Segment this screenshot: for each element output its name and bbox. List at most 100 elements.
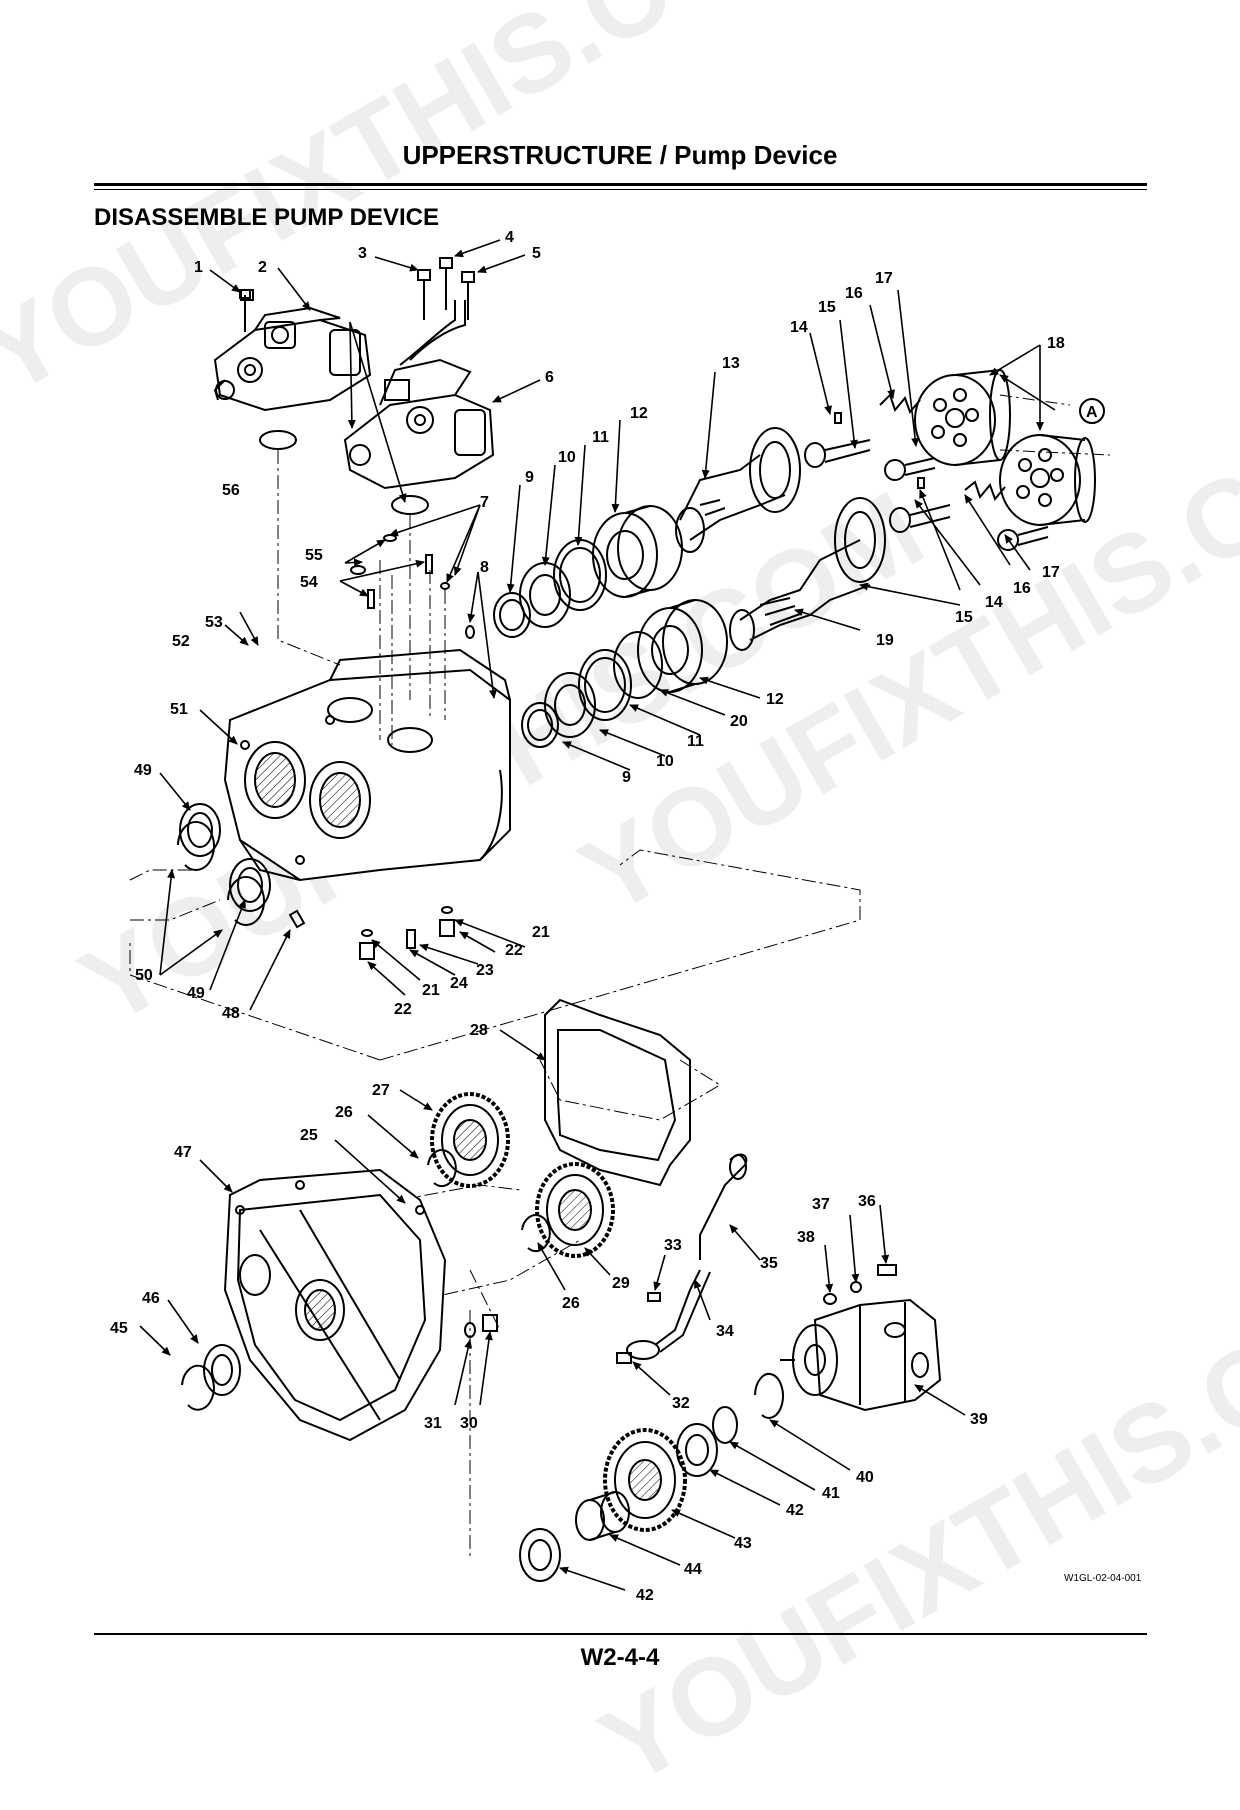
- gear-27-part: [430, 1092, 510, 1188]
- piston-17-part: [997, 526, 1049, 551]
- plug-22-part: [359, 942, 375, 960]
- callout-detail-a: A: [1086, 404, 1098, 421]
- flange-32-part: [626, 1340, 660, 1360]
- callout-10: 10: [656, 753, 674, 770]
- callout-34: 34: [716, 1323, 734, 1340]
- callout-51: 51: [170, 701, 188, 718]
- callout-49: 49: [187, 985, 205, 1002]
- shaft-44-part: [575, 1491, 630, 1541]
- callout-41: 41: [822, 1485, 840, 1502]
- tube-34-part: [659, 1271, 711, 1353]
- callout-55: 55: [305, 547, 323, 564]
- spring-16-part: [879, 393, 921, 414]
- spacer-41-part: [712, 1406, 738, 1444]
- callout-15: 15: [955, 609, 973, 626]
- callout-22: 22: [505, 942, 523, 959]
- pin-14-part: [917, 477, 925, 489]
- callout-40: 40: [856, 1469, 874, 1486]
- callout-14: 14: [985, 594, 1003, 611]
- callout-43: 43: [734, 1535, 752, 1552]
- bolt-5-part: [461, 271, 475, 320]
- o-ring-56-part: [259, 430, 297, 450]
- callout-29: 29: [612, 1275, 630, 1292]
- snap-ring-40-part: [754, 1372, 784, 1419]
- callout-37: 37: [812, 1196, 830, 1213]
- pin-48-part: [288, 909, 306, 929]
- bearing-42-part: [685, 1434, 709, 1466]
- callout-16: 16: [1013, 580, 1031, 597]
- oil-seal-49-part: [229, 858, 271, 912]
- dipstick-35-part: [699, 1153, 748, 1260]
- callout-30: 30: [460, 1415, 478, 1432]
- callout-6: 6: [545, 369, 554, 386]
- callout-48: 48: [222, 1005, 240, 1022]
- callout-24: 24: [450, 975, 468, 992]
- detail-a-icon: [1079, 398, 1105, 424]
- callout-49: 49: [134, 762, 152, 779]
- callout-31: 31: [424, 1415, 442, 1432]
- bearing-42-part: [528, 1539, 552, 1571]
- gear-pump-39-part: [780, 1298, 942, 1412]
- callout-23: 23: [476, 962, 494, 979]
- callout-38: 38: [797, 1229, 815, 1246]
- callout-22: 22: [394, 1001, 412, 1018]
- ring-11-part: [584, 657, 626, 713]
- drive-shaft-19-part: [729, 497, 886, 651]
- callout-12: 12: [766, 691, 784, 708]
- oil-seal-46-part: [211, 1354, 233, 1386]
- callout-21: 21: [532, 924, 550, 941]
- o-ring-31-part: [464, 1322, 476, 1338]
- pump-casing-51-part: [223, 648, 511, 882]
- o-ring-8-part: [465, 625, 475, 639]
- callout-42: 42: [786, 1502, 804, 1519]
- o-ring-38-part: [823, 1293, 837, 1305]
- callout-11: 11: [592, 429, 609, 446]
- o-ring-55-part: [383, 534, 397, 542]
- spacer-9-part: [493, 592, 531, 638]
- bearing-10-part: [529, 574, 561, 616]
- plug-30-part: [482, 1314, 498, 1332]
- snap-ring-45-part: [181, 1364, 215, 1411]
- callout-8: 8: [480, 559, 489, 576]
- callout-2: 2: [258, 259, 267, 276]
- leader-lines: [139, 239, 1056, 1591]
- ring-20-part: [613, 631, 663, 699]
- header-rule-thin: [94, 189, 1147, 190]
- piston-15-part: [889, 504, 951, 533]
- gear-43-part: [603, 1428, 687, 1532]
- regulator-right-part: [343, 300, 495, 490]
- gear-29-part: [535, 1162, 615, 1258]
- bolt-1-part: [240, 289, 254, 301]
- o-ring-56-part: [391, 495, 429, 515]
- callout-18: 18: [1047, 335, 1065, 352]
- callout-10: 10: [558, 449, 576, 466]
- callout-53: 53: [205, 614, 223, 631]
- callout-19: 19: [876, 632, 894, 649]
- callout-17: 17: [875, 270, 893, 287]
- callout-17: 17: [1042, 564, 1060, 581]
- drive-shaft-13-part: [675, 427, 801, 553]
- o-ring-55-part: [350, 565, 366, 575]
- callout-56: 56: [222, 482, 240, 499]
- pin-54-part: [425, 554, 433, 574]
- snap-ring-50-part: [227, 876, 265, 926]
- callout-12: 12: [630, 405, 648, 422]
- callout-27: 27: [372, 1082, 390, 1099]
- tube-34-part: [654, 1269, 701, 1346]
- pin-54-part: [367, 589, 375, 609]
- bearing-10-part: [554, 684, 586, 726]
- header-rule: [94, 183, 1147, 186]
- callout-39: 39: [970, 1411, 988, 1428]
- callout-21: 21: [422, 982, 440, 999]
- bolt-33-part: [647, 1292, 661, 1302]
- callout-32: 32: [672, 1395, 690, 1412]
- gasket-28-part: [544, 998, 691, 1187]
- callout-35: 35: [760, 1255, 778, 1272]
- bearing-12-part: [592, 505, 683, 598]
- piston-17-part: [884, 457, 936, 481]
- callout-20: 20: [730, 713, 748, 730]
- page-header-title: UPPERSTRUCTURE / Pump Device: [402, 140, 838, 170]
- callout-9: 9: [525, 469, 534, 486]
- callout-45: 45: [110, 1320, 128, 1337]
- spacer-9-part: [527, 709, 553, 741]
